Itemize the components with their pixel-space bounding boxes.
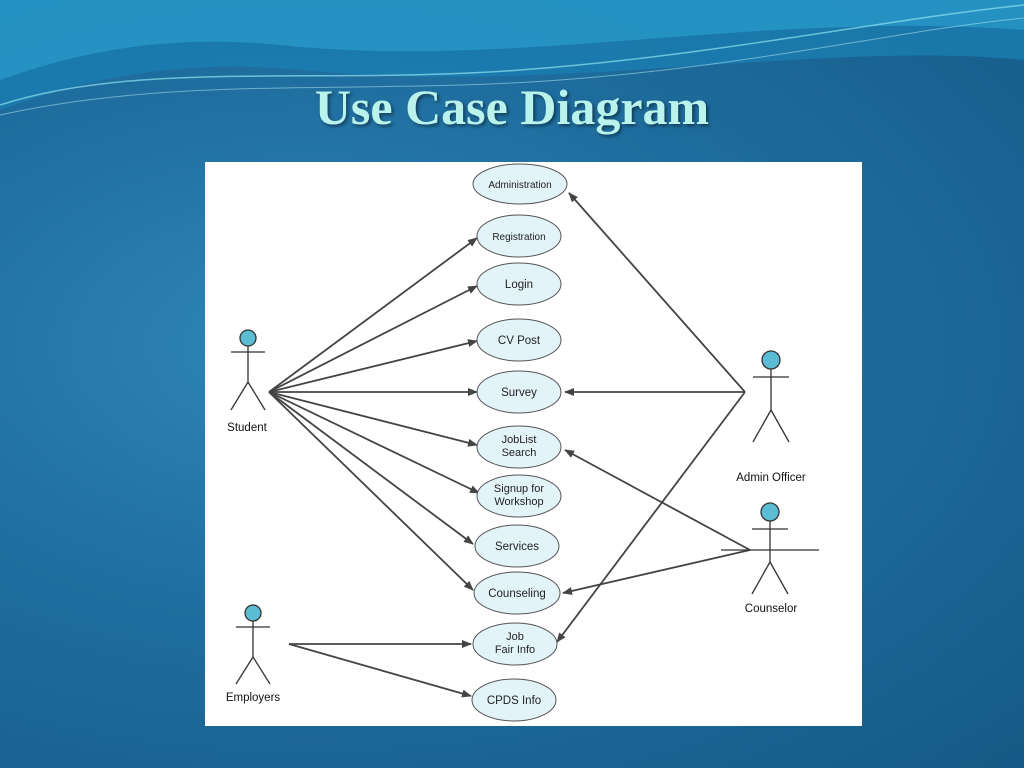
edge-admin-jobfair — [556, 391, 746, 643]
edge-counselor-counseling — [562, 549, 751, 595]
edge-admin-administration — [568, 192, 746, 393]
edge-student-workshop — [268, 391, 480, 494]
edge-student-cvpost — [268, 339, 478, 393]
edge-counselor-joblist — [564, 449, 751, 551]
svg-text:Administration: Administration — [488, 180, 551, 191]
svg-text:Job: Job — [506, 631, 524, 643]
actor-label-student: Student — [227, 422, 267, 434]
svg-text:CPDS Info: CPDS Info — [487, 695, 541, 707]
usecase-administration: Administration — [472, 163, 568, 205]
actor-counselor: Counselor — [721, 502, 819, 615]
edge-student-login — [268, 285, 478, 393]
actor-label-employers: Employers — [226, 692, 281, 704]
svg-text:Signup for: Signup for — [494, 483, 544, 495]
usecase-cv-post: CV Post — [476, 318, 562, 362]
usecase-signup-workshop: Signup for Workshop — [476, 474, 562, 518]
actor-admin-officer: Admin Officer — [736, 350, 806, 484]
decorative-waves — [0, 0, 1024, 116]
svg-text:Workshop: Workshop — [494, 496, 543, 508]
usecase-login: Login — [476, 262, 562, 306]
edge-student-joblist — [268, 391, 478, 447]
svg-text:CV Post: CV Post — [498, 335, 541, 347]
actor-employers: Employers — [226, 604, 281, 704]
actor-label-counselor: Counselor — [745, 603, 798, 615]
edge-student-counseling — [268, 391, 474, 591]
usecase-survey: Survey — [476, 370, 562, 414]
edge-student-registration — [268, 237, 478, 393]
usecase-services: Services — [474, 524, 560, 568]
usecase-registration: Registration — [476, 214, 562, 258]
svg-text:Counseling: Counseling — [488, 588, 546, 600]
slide-title: Use Case Diagram — [314, 79, 710, 135]
svg-text:Search: Search — [502, 447, 537, 459]
svg-text:Survey: Survey — [501, 387, 537, 399]
actor-student: Student — [227, 329, 268, 434]
svg-text:Login: Login — [505, 279, 533, 291]
svg-text:Fair Info: Fair Info — [495, 644, 535, 656]
edge-employers-cpds — [288, 643, 472, 698]
use-case-diagram: Administration Registration Login CV Pos… — [205, 162, 862, 726]
usecase-counseling: Counseling — [473, 571, 561, 615]
usecase-joblist-search: JobList Search — [476, 425, 562, 469]
svg-text:JobList: JobList — [502, 434, 537, 446]
svg-text:Registration: Registration — [492, 232, 545, 243]
usecase-cpds-info: CPDS Info — [471, 678, 557, 722]
edge-student-services — [268, 391, 474, 545]
associations — [268, 192, 751, 698]
svg-text:Services: Services — [495, 541, 539, 553]
actor-label-admin-officer: Admin Officer — [736, 472, 806, 484]
diagram-canvas: Administration Registration Login CV Pos… — [226, 163, 819, 722]
usecase-job-fair-info: Job Fair Info — [472, 622, 558, 666]
